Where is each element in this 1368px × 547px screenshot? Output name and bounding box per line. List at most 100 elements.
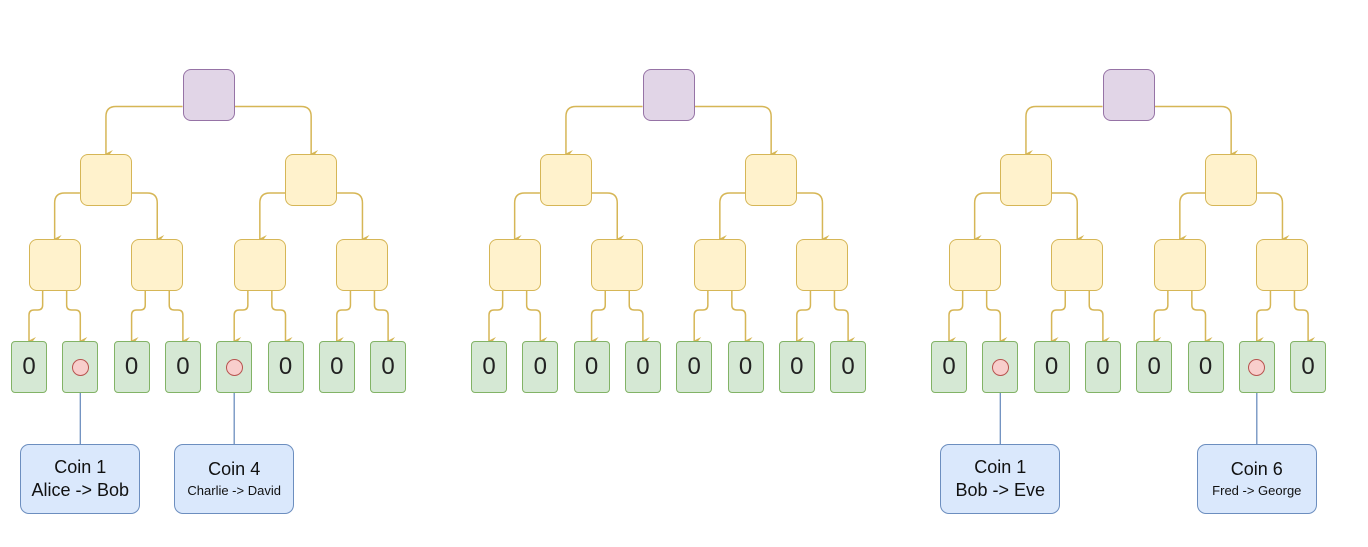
edge-root-left <box>1024 105 1103 158</box>
leaf-coin-slot <box>1238 341 1275 393</box>
leaf-zero: 0 <box>11 341 47 393</box>
root-node <box>1102 69 1155 121</box>
hash-node-level1 <box>285 154 338 206</box>
edge-level1-right <box>131 192 165 243</box>
hash-node-level2 <box>336 239 389 291</box>
edge-level1-left <box>513 192 540 243</box>
hash-node-level2 <box>1256 239 1309 291</box>
leaf-value: 0 <box>841 353 855 380</box>
hash-node-level2 <box>1051 239 1104 291</box>
edge-level1-left <box>53 192 80 243</box>
hash-node-level1 <box>79 154 132 206</box>
edge-level2-left <box>795 291 812 345</box>
edge-level2-left <box>1153 291 1169 345</box>
leaf-zero: 0 <box>318 341 355 393</box>
hash-node-level2 <box>488 239 541 291</box>
leaf-zero: 0 <box>1136 341 1173 393</box>
hash-node-level1 <box>1205 154 1258 206</box>
root-node <box>182 69 235 121</box>
leaf-value: 0 <box>1301 353 1315 380</box>
edge-level2-right <box>373 291 396 345</box>
coin-title: Coin 1 <box>54 457 107 477</box>
hash-node-level2 <box>693 239 746 291</box>
hash-node-level2 <box>1153 239 1206 291</box>
coin-marker-icon <box>225 358 243 376</box>
edge-level1-left <box>718 192 746 243</box>
edge-root-left <box>104 105 183 158</box>
leaf-value: 0 <box>330 353 344 380</box>
hash-node-level2 <box>233 239 286 291</box>
edge-level1-right <box>1051 192 1085 243</box>
edge-level2-right <box>1293 291 1316 345</box>
edge-root-left <box>564 105 643 158</box>
edge-level2-left <box>948 291 964 345</box>
leaf-coin-slot <box>216 341 253 393</box>
edge-level1-left <box>973 192 1000 243</box>
edge-level2-right <box>833 291 856 345</box>
edge-level2-right <box>65 291 88 345</box>
coin-transfer: Charlie -> David <box>187 482 281 498</box>
leaf-zero: 0 <box>1033 341 1070 393</box>
edge-level1-left <box>1178 192 1206 243</box>
edge-level2-left <box>335 291 352 345</box>
leaf-value: 0 <box>738 353 753 380</box>
coin-title: Coin 6 <box>1230 458 1283 479</box>
leaf-value: 0 <box>533 353 547 380</box>
edge-level2-left <box>590 291 606 345</box>
leaf-coin-slot <box>62 341 99 393</box>
leaf-value: 0 <box>1096 353 1110 380</box>
root-node <box>642 69 695 121</box>
edge-level2-right <box>525 291 548 345</box>
leaf-value: 0 <box>687 353 701 380</box>
edge-level1-right <box>797 192 830 243</box>
leaf-zero: 0 <box>573 341 610 393</box>
edge-level2-left <box>1050 291 1066 345</box>
leaf-value: 0 <box>1198 353 1213 380</box>
hash-node-level2 <box>131 239 184 291</box>
hash-node-level2 <box>28 239 81 291</box>
edge-level2-right <box>628 291 650 345</box>
edge-level1-right <box>337 192 370 243</box>
edge-level1-right <box>591 192 625 243</box>
leaf-value: 0 <box>1147 353 1161 380</box>
leaf-zero: 0 <box>1187 341 1224 393</box>
edge-level2-left <box>28 291 44 345</box>
leaf-zero: 0 <box>370 341 407 393</box>
leaf-zero: 0 <box>624 341 661 393</box>
leaf-value: 0 <box>176 353 190 380</box>
leaf-zero: 0 <box>676 341 713 393</box>
leaf-zero: 0 <box>727 341 764 393</box>
edge-level2-left <box>488 291 504 345</box>
edge-level2-right <box>271 291 293 345</box>
edge-root-right <box>234 105 319 158</box>
leaf-value: 0 <box>790 353 804 380</box>
hash-node-level2 <box>796 239 849 291</box>
hash-node-level1 <box>745 154 798 206</box>
leaf-zero: 0 <box>471 341 507 393</box>
leaf-zero: 0 <box>830 341 867 393</box>
edge-level2-right <box>168 291 190 345</box>
coin-transfer: Bob -> Eve <box>955 480 1046 500</box>
coin-marker-icon <box>71 358 89 376</box>
leaf-zero: 0 <box>522 341 559 393</box>
hash-node-level1 <box>999 154 1052 206</box>
edge-level2-right <box>1191 291 1213 345</box>
leaf-value: 0 <box>942 353 956 380</box>
leaf-zero: 0 <box>1290 341 1327 393</box>
coin-title: Coin 4 <box>208 458 261 479</box>
edge-root-right <box>1154 105 1239 158</box>
leaf-coin-slot <box>982 341 1019 393</box>
coin-title: Coin 1 <box>974 457 1027 477</box>
edge-level2-right <box>985 291 1008 345</box>
leaf-value: 0 <box>278 353 293 380</box>
leaf-zero: 0 <box>113 341 150 393</box>
edge-root-right <box>694 105 779 158</box>
leaf-zero: 0 <box>164 341 201 393</box>
leaf-value: 0 <box>584 353 599 380</box>
edge-level2-left <box>1255 291 1272 345</box>
coin-marker-icon <box>991 358 1009 376</box>
leaf-value: 0 <box>482 353 496 380</box>
